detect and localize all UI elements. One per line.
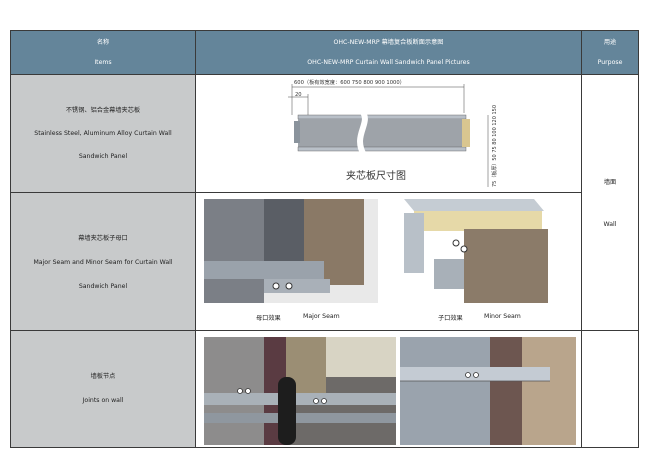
wall-joint-image-2: [400, 337, 576, 445]
purpose-en: Wall: [603, 221, 617, 228]
purpose-cell-blank: [582, 331, 638, 447]
row-label-joints: 墙板节点 Joints on wall: [11, 331, 196, 447]
header-purpose-cn: 用途: [603, 39, 617, 46]
header-items: 名称 Items: [11, 31, 196, 75]
row-label-cn: 不锈钢、铝合金幕墙夹芯板: [65, 107, 141, 114]
row-label-seam: 幕墙夹芯板子母口 Major Seam and Minor Seam for C…: [11, 193, 196, 331]
row-label-en-2: Sandwich Panel: [78, 283, 128, 290]
dim-right-label: 75（板厚）50 75 80 100 120 150: [491, 105, 498, 187]
purpose-cell: 墙面 Wall: [582, 75, 638, 331]
dim-left-label: 20: [295, 92, 302, 98]
header-items-en: Items: [94, 59, 112, 66]
panel-dimension-drawing: 600（板有效宽度：600 750 800 900 1000） 20 75（板厚…: [288, 78, 498, 187]
header-pictures-cn: OHC-NEW-MRP 幕墙复合板断面示意图: [333, 39, 444, 46]
minor-seam-caption-cn: 子口效果: [438, 315, 463, 322]
row-label-en-1: Joints on wall: [82, 397, 124, 404]
minor-seam-caption-en: Minor Seam: [484, 313, 521, 320]
minor-seam-image: [404, 199, 552, 303]
dim-top-label: 600（板有效宽度：600 750 800 900 1000）: [294, 78, 405, 86]
header-purpose-en: Purpose: [597, 59, 623, 66]
row-label-en-1: Major Seam and Minor Seam for Curtain Wa…: [33, 259, 173, 266]
row-label-en-1: Stainless Steel, Aluminum Alloy Curtain …: [34, 130, 172, 137]
header-pictures: OHC-NEW-MRP 幕墙复合板断面示意图 OHC-NEW-MRP Curta…: [196, 31, 582, 75]
seam-photos-cell: 母口效果 Major Seam 子口效果 Minor Seam: [196, 193, 582, 331]
wall-joint-image-1: [204, 337, 396, 445]
major-seam-caption-cn: 母口效果: [256, 315, 281, 322]
row-label-cn: 墙板节点: [90, 373, 116, 380]
row-label-panel: 不锈钢、铝合金幕墙夹芯板 Stainless Steel, Aluminum A…: [11, 75, 196, 193]
header-purpose: 用途 Purpose: [582, 31, 638, 75]
purpose-cn: 墙面: [603, 179, 617, 186]
row-label-cn: 幕墙夹芯板子母口: [78, 235, 128, 242]
panel-dimension-drawing-cell: 600（板有效宽度：600 750 800 900 1000） 20 75（板厚…: [196, 75, 582, 193]
row-label-en-2: Sandwich Panel: [78, 153, 128, 160]
drawing-caption: 夹芯板尺寸图: [346, 169, 406, 182]
joint-photos-cell: [196, 331, 582, 447]
header-pictures-en: OHC-NEW-MRP Curtain Wall Sandwich Panel …: [307, 59, 470, 66]
major-seam-image: [204, 199, 378, 303]
spec-table: 名称 Items OHC-NEW-MRP 幕墙复合板断面示意图 OHC-NEW-…: [10, 30, 639, 448]
header-items-cn: 名称: [96, 39, 110, 46]
major-seam-caption-en: Major Seam: [303, 313, 340, 320]
